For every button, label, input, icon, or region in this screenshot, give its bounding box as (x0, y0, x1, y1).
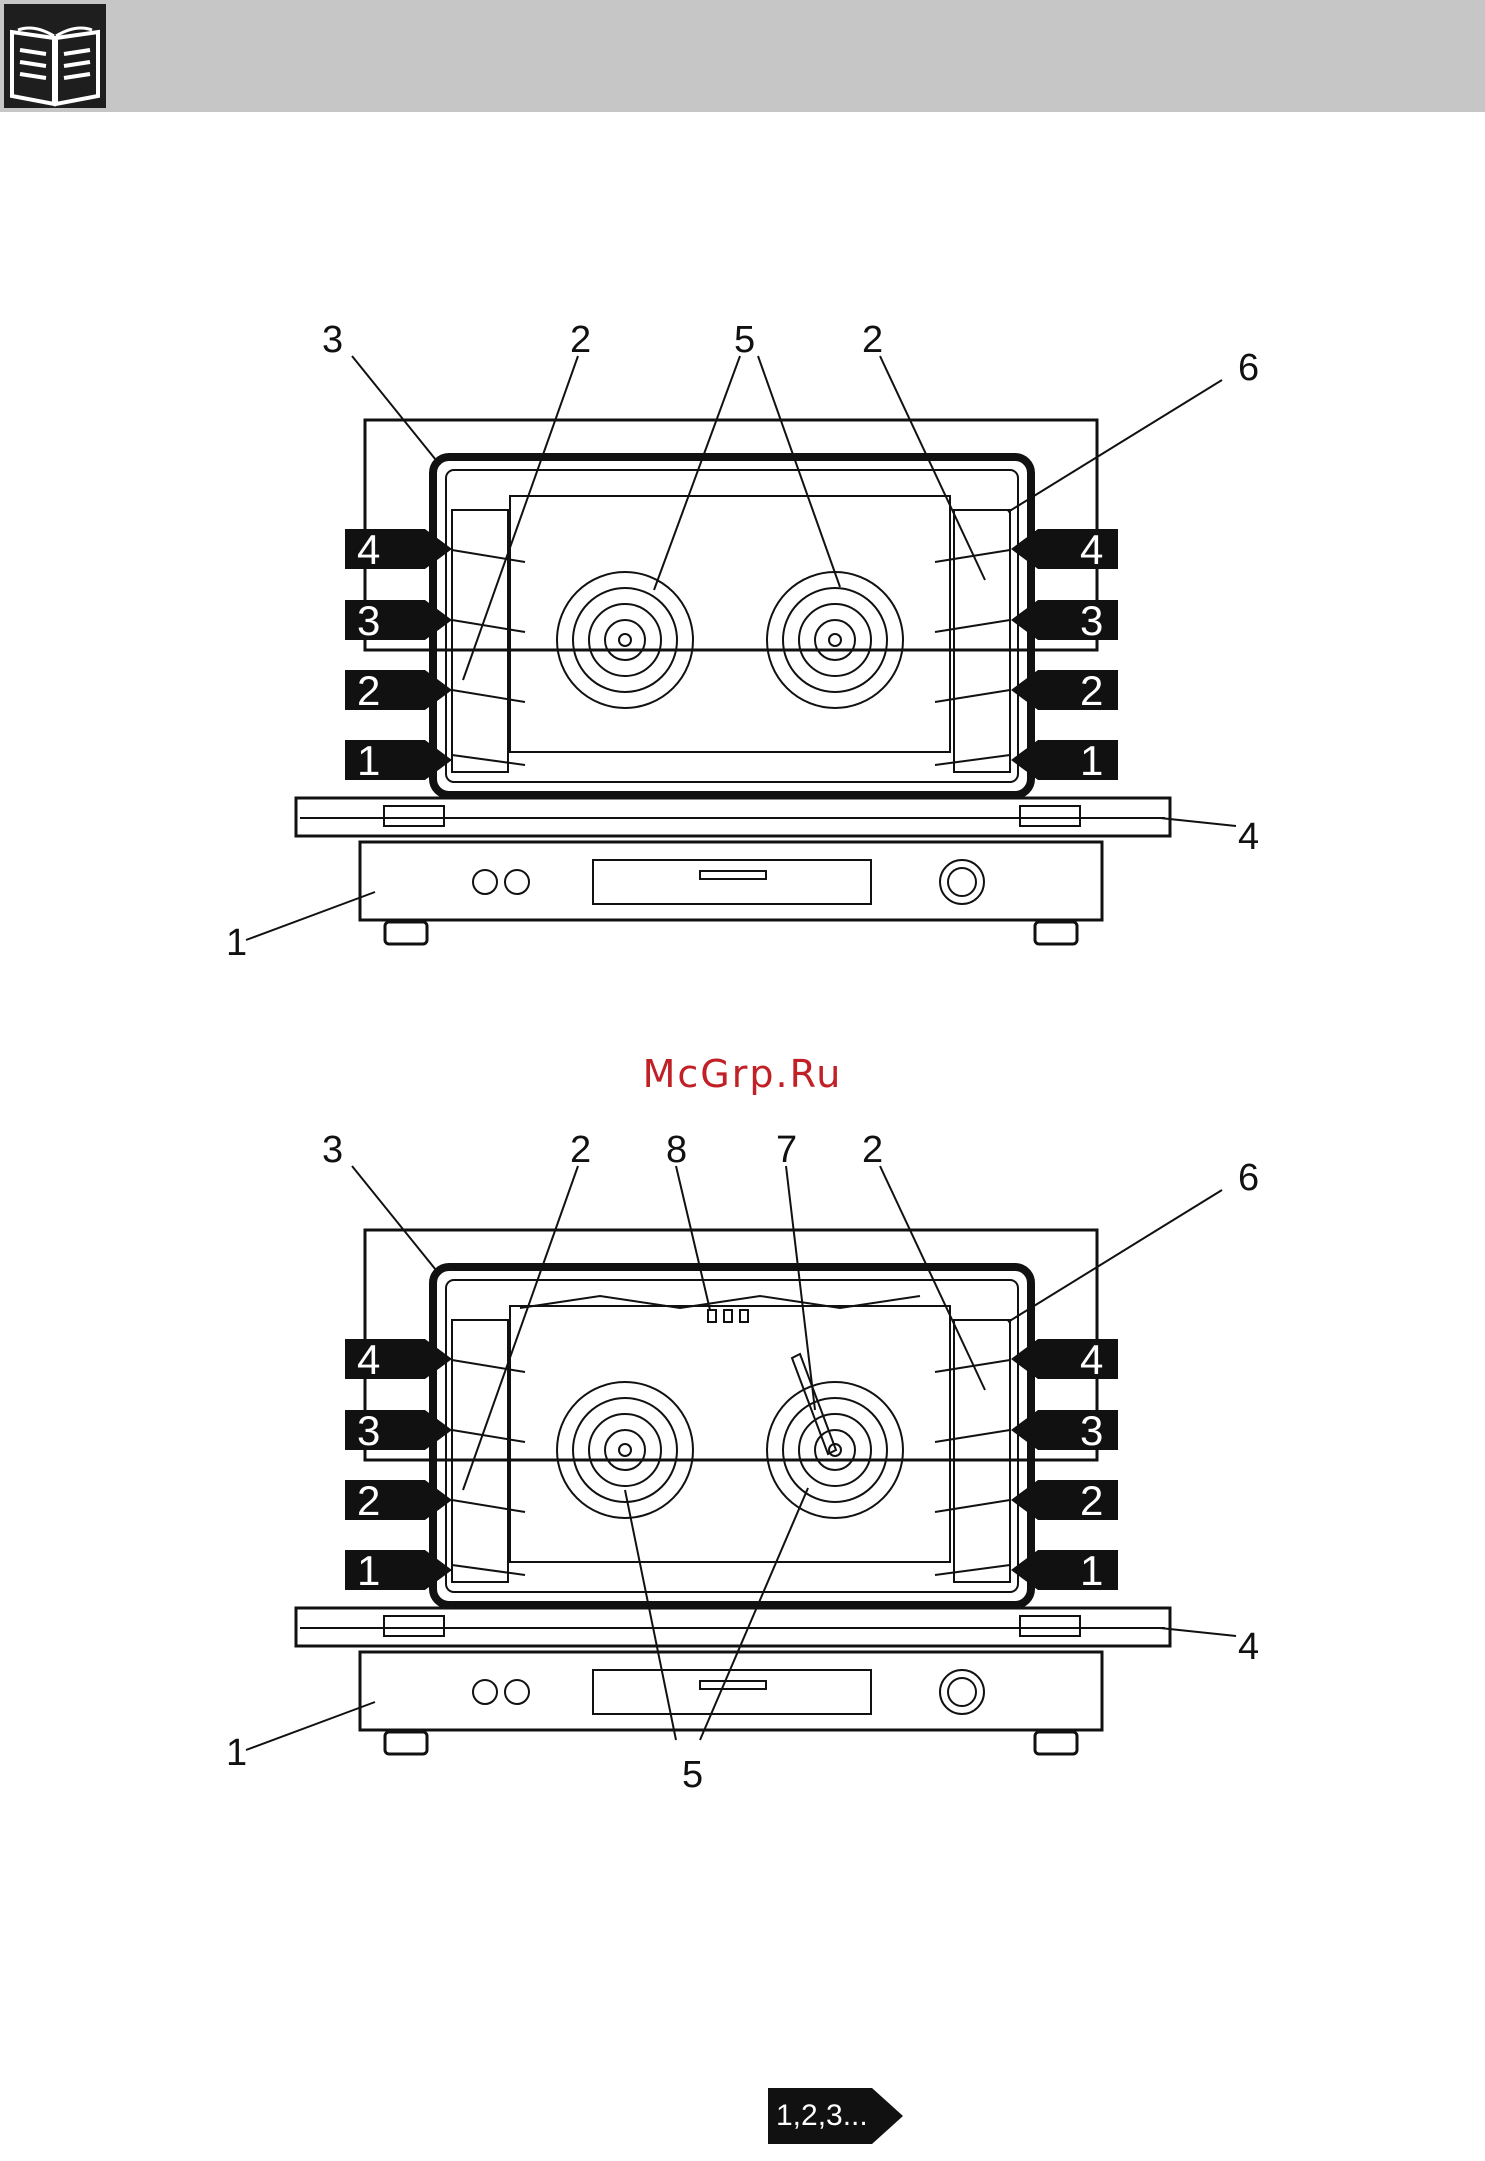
shelf-label-left-3: 3 (357, 597, 380, 644)
shelf-label-right-3: 3 (1080, 1407, 1103, 1454)
header-bar (0, 0, 1485, 112)
shelf-label-left-4: 4 (357, 1336, 380, 1383)
shelf-label-left-2: 2 (357, 667, 380, 714)
callout-4: 4 (1238, 816, 1259, 858)
shelf-label-right-3: 3 (1080, 597, 1103, 644)
callout-2-right: 2 (862, 1129, 883, 1171)
oven-diagram-bottom: 4 3 2 1 4 3 2 1 3 2 8 7 2 6 4 1 5 (0, 1110, 1485, 1870)
shelf-label-right-4: 4 (1080, 1336, 1103, 1383)
shelf-label-left-4: 4 (357, 526, 380, 573)
callout-5: 5 (682, 1754, 703, 1796)
callout-3: 3 (322, 1129, 343, 1171)
footer-sequence-label: 1,2,3... (776, 2099, 868, 2133)
shelf-label-left-2: 2 (357, 1477, 380, 1524)
shelf-label-right-1: 1 (1080, 737, 1103, 784)
callout-2-left: 2 (570, 319, 591, 361)
shelf-label-right-4: 4 (1080, 526, 1103, 573)
shelf-label-right-2: 2 (1080, 1477, 1103, 1524)
callout-7: 7 (776, 1129, 797, 1171)
callout-4: 4 (1238, 1626, 1259, 1668)
callout-2-left: 2 (570, 1129, 591, 1171)
callout-1: 1 (226, 1732, 247, 1774)
callout-5: 5 (734, 319, 755, 361)
oven-diagram-top: 4 3 2 1 4 3 2 1 3 2 5 2 6 4 1 (0, 300, 1485, 1060)
shelf-label-left-1: 1 (357, 737, 380, 784)
callout-2-right: 2 (862, 319, 883, 361)
shelf-label-left-1: 1 (357, 1547, 380, 1594)
shelf-label-right-2: 2 (1080, 667, 1103, 714)
callout-1: 1 (226, 922, 247, 964)
callout-8: 8 (666, 1129, 687, 1171)
shelf-label-right-1: 1 (1080, 1547, 1103, 1594)
callout-6: 6 (1238, 1157, 1259, 1199)
next-arrow-icon: 1,2,3... (768, 2088, 903, 2144)
open-book-icon (4, 4, 106, 108)
callout-6: 6 (1238, 347, 1259, 389)
callout-3: 3 (322, 319, 343, 361)
shelf-label-left-3: 3 (357, 1407, 380, 1454)
watermark-text: McGrp.Ru (0, 1052, 1485, 1096)
